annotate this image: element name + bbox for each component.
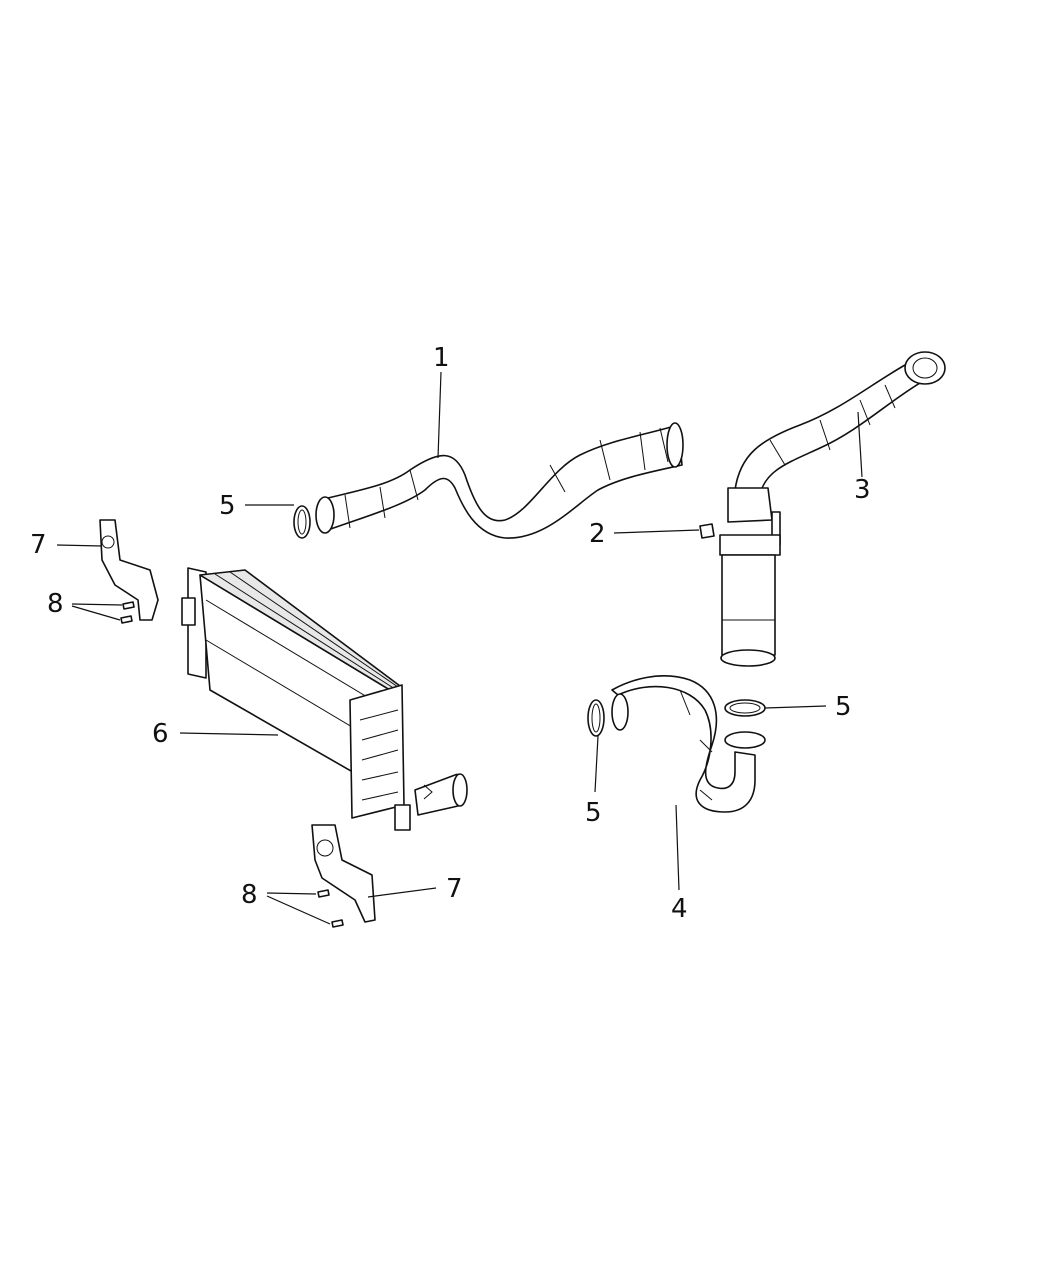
callout-5-lower-right: 5 <box>835 692 852 722</box>
callout-2: 2 <box>589 519 606 549</box>
callout-5-lower-left: 5 <box>585 798 602 828</box>
callout-3: 3 <box>854 475 871 505</box>
callout-5-upper: 5 <box>219 491 236 521</box>
duct-part-1 <box>315 422 684 539</box>
clamp-part-5-left <box>587 699 605 737</box>
bolts-part-8-upper <box>120 601 135 624</box>
leader-3 <box>857 411 863 478</box>
leader-2 <box>613 529 700 534</box>
callout-1: 1 <box>433 343 450 373</box>
callout-7-lower: 7 <box>446 874 463 904</box>
leader-8a-2 <box>71 605 121 621</box>
callout-labels: 1 2 3 4 5 5 5 6 7 7 8 8 <box>30 343 871 924</box>
bracket-part-7-upper <box>99 519 159 621</box>
leader-1 <box>437 371 442 459</box>
leader-8b-2 <box>266 895 331 925</box>
leader-7a <box>56 544 103 547</box>
duct-part-3 <box>719 351 946 667</box>
clip-part-2 <box>699 523 715 539</box>
callout-6: 6 <box>152 719 169 749</box>
bolts-part-8-lower <box>317 889 344 928</box>
leader-7b <box>367 887 437 898</box>
clamp-part-5-right <box>724 699 766 717</box>
intercooler-part-6 <box>181 567 468 831</box>
leader-5b <box>594 735 599 793</box>
leader-8a-1 <box>71 603 123 606</box>
callout-8-upper: 8 <box>47 589 64 619</box>
leader-4 <box>675 804 680 891</box>
clamp-part-5-upper <box>293 505 311 539</box>
leader-5c <box>764 705 827 709</box>
leader-8b-1 <box>266 892 317 895</box>
callout-8-lower: 8 <box>241 880 258 910</box>
bracket-part-7-lower <box>311 824 376 923</box>
leader-6 <box>179 732 279 736</box>
duct-part-4 <box>611 675 766 813</box>
leader-lines <box>56 371 863 925</box>
callout-4: 4 <box>671 894 688 924</box>
callout-7-upper: 7 <box>30 530 47 560</box>
